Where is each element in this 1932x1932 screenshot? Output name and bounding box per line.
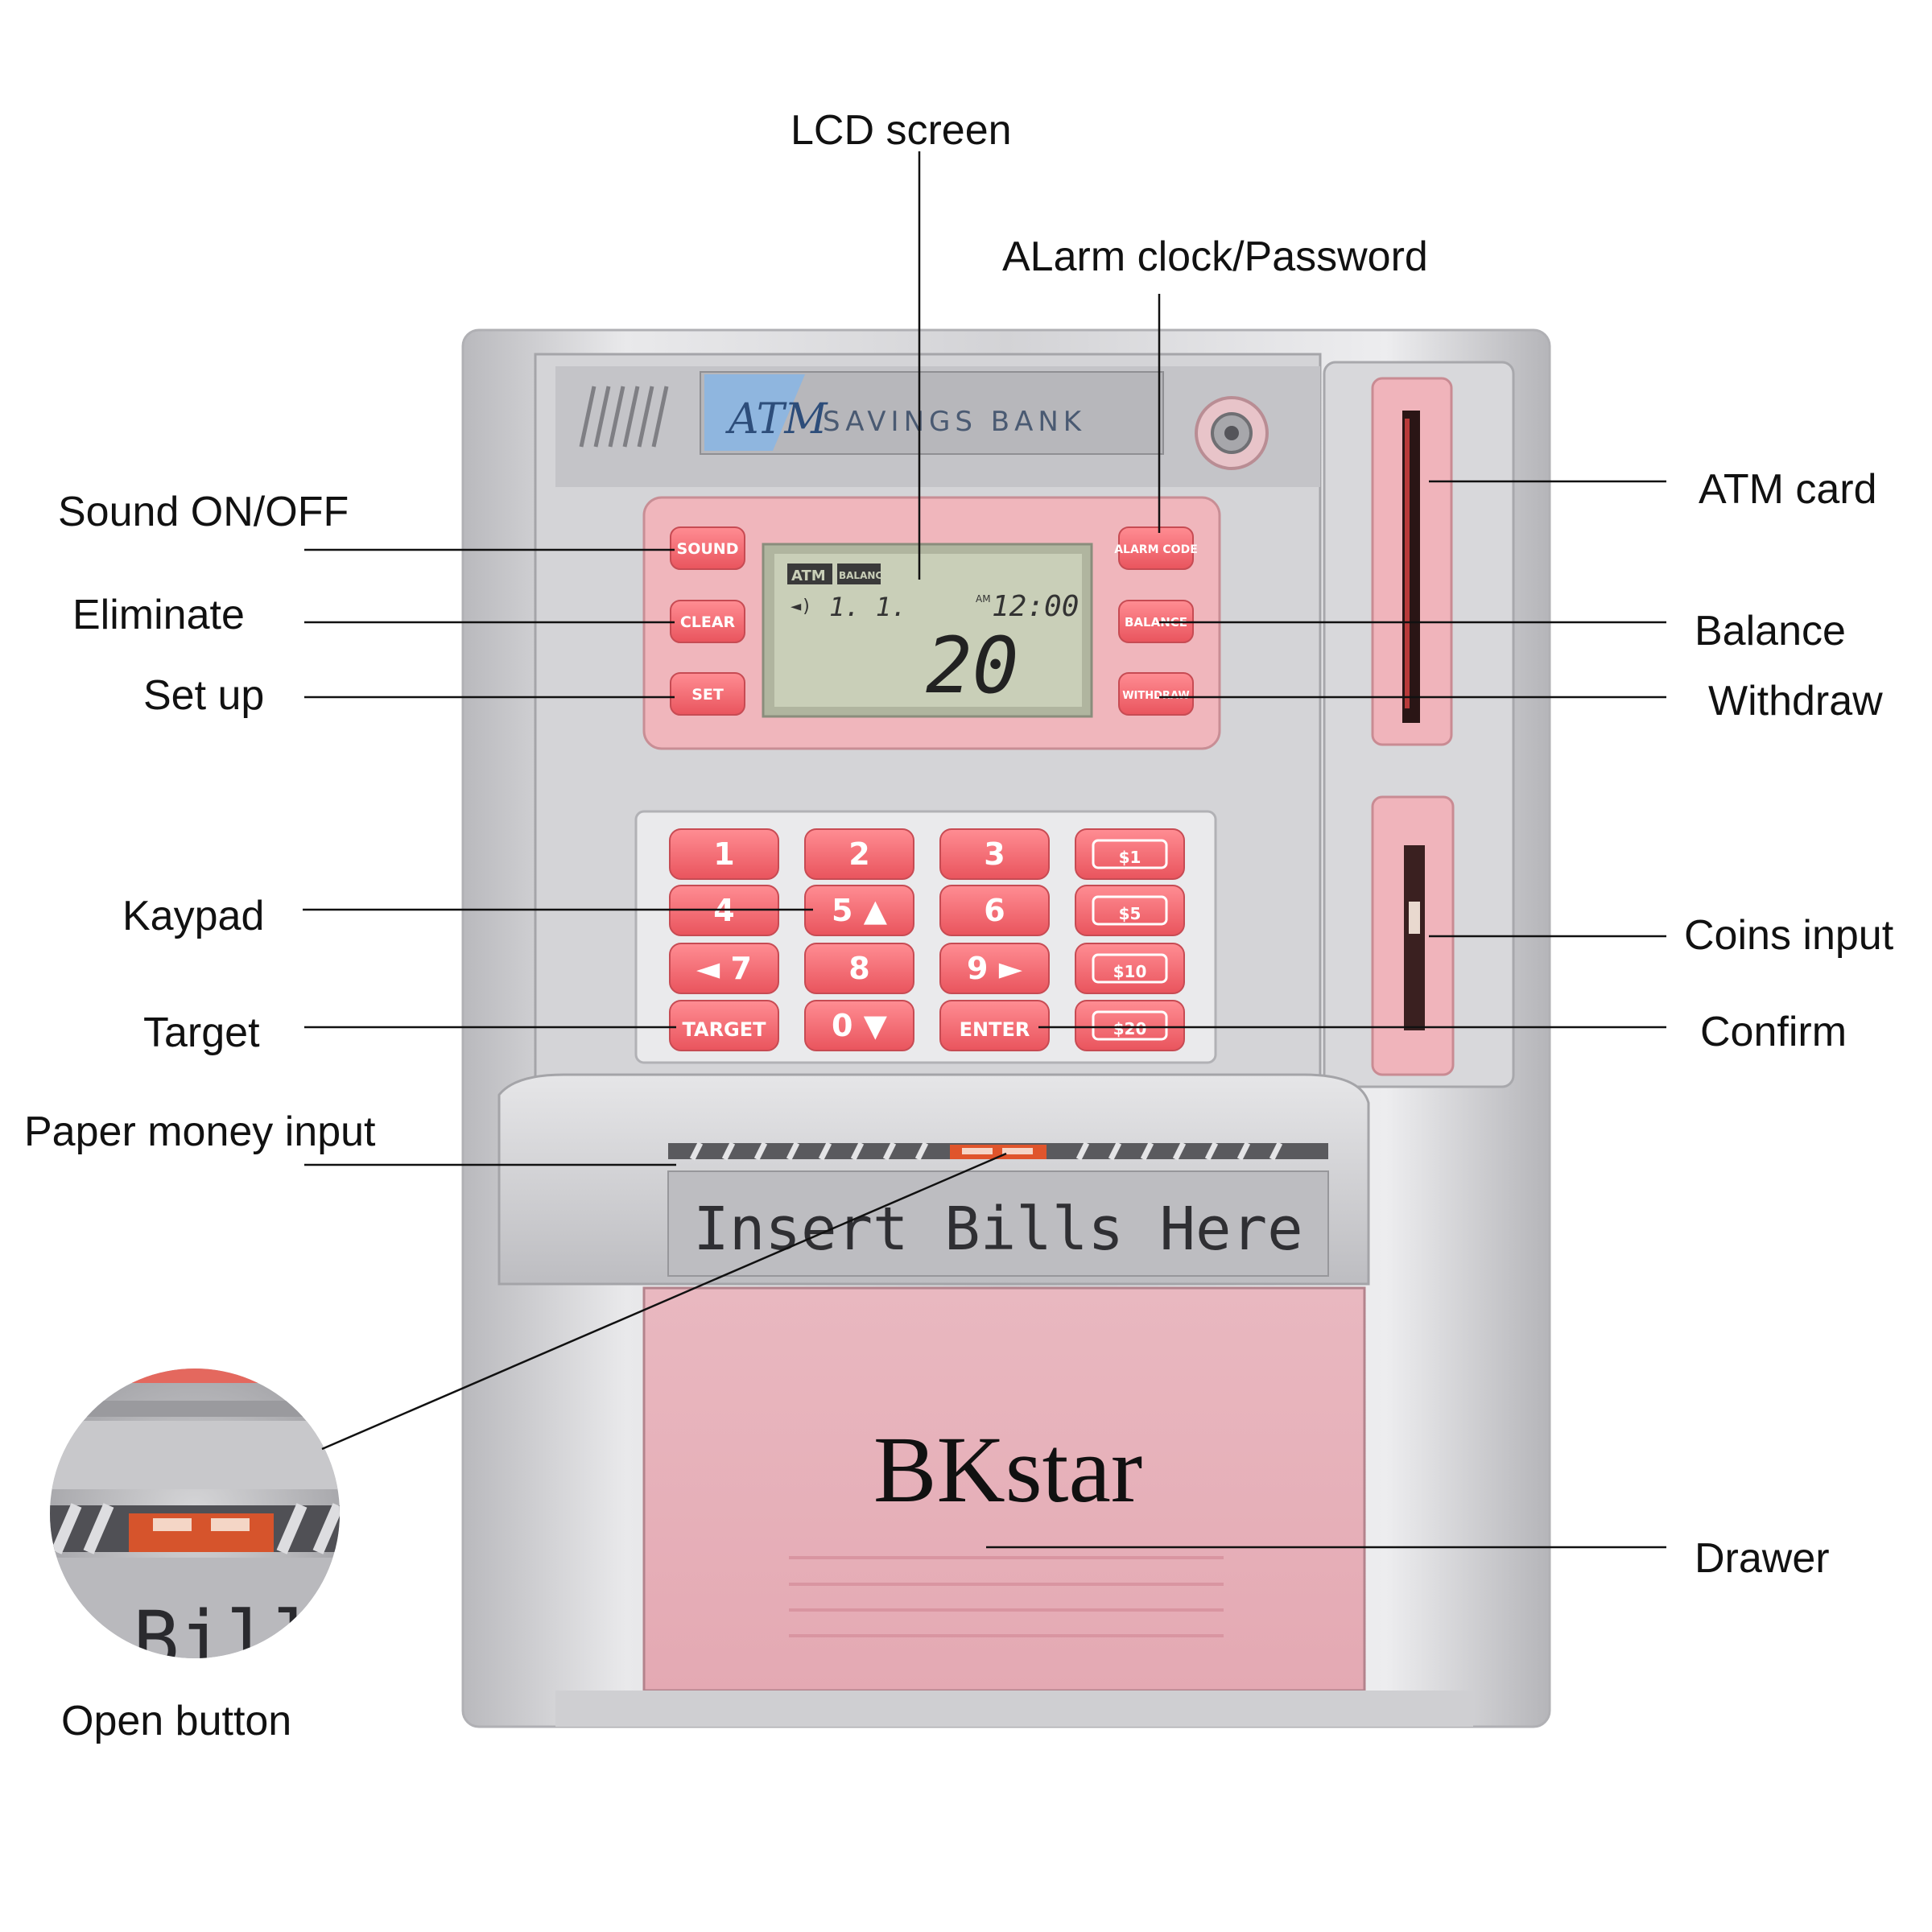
alarm-code-button[interactable]: ALARM CODE	[1114, 526, 1198, 570]
key-3-0[interactable]: TARGET	[669, 1000, 779, 1051]
key-1-2[interactable]: 6	[939, 885, 1050, 936]
speaker-grille	[579, 386, 669, 448]
key-2-0[interactable]: ◄ 7	[669, 943, 779, 994]
open-button-latch[interactable]	[950, 1145, 1046, 1159]
lcd-time-prefix: AM	[976, 593, 991, 605]
bill-slot: Insert Bills Here	[497, 1073, 1370, 1286]
label-drawer: Drawer	[1695, 1535, 1830, 1582]
label-sound: Sound ON/OFF	[58, 489, 349, 535]
key-label: 8	[848, 951, 869, 986]
key-label: $1	[1119, 848, 1141, 867]
bill-icon	[1092, 953, 1168, 984]
key-label: 3	[984, 836, 1005, 872]
key-label: ENTER	[960, 1018, 1030, 1041]
bill-icon	[1092, 895, 1168, 926]
key-label: TARGET	[682, 1018, 766, 1041]
label-balance: Balance	[1695, 608, 1846, 654]
key-label: 1	[713, 836, 734, 872]
label-lcd-screen: LCD screen	[791, 107, 1012, 154]
lcd-tag-balance: BALANCE	[839, 570, 889, 581]
brand-plate: ATM SAVINGS BANK	[700, 371, 1164, 455]
key-label: $5	[1119, 904, 1141, 923]
key-2-3[interactable]: $10	[1075, 943, 1185, 994]
sound-button[interactable]: SOUND	[670, 526, 745, 570]
lcd-sound-icon: ◄)	[791, 597, 812, 617]
label-eliminate: Eliminate	[72, 592, 245, 638]
label-set-up: Set up	[143, 672, 265, 719]
key-1-1[interactable]: 5 ▲	[804, 885, 914, 936]
key-3-3[interactable]: $20	[1075, 1000, 1185, 1051]
key-label: ◄ 7	[696, 951, 752, 986]
label-confirm: Confirm	[1700, 1009, 1847, 1055]
drawer[interactable]: BKstar	[555, 1286, 1473, 1727]
bill-icon	[1092, 1010, 1168, 1041]
key-3-1[interactable]: 0 ▼	[804, 1000, 914, 1051]
lcd-digits-small: 1. 1.	[829, 592, 906, 622]
label-target: Target	[143, 1009, 260, 1056]
brand-name: SAVINGS BANK	[823, 406, 1086, 438]
label-coins-input: Coins input	[1684, 912, 1894, 959]
svg-text:WITHDRAW: WITHDRAW	[1122, 690, 1190, 702]
key-label: 2	[848, 836, 869, 872]
key-0-1[interactable]: 2	[804, 828, 914, 880]
clear-button[interactable]: CLEAR	[670, 600, 745, 643]
key-label: 0 ▼	[832, 1008, 888, 1043]
label-alarm-clock: ALarm clock/Password	[1002, 233, 1428, 280]
drawer-grooves	[789, 1556, 1224, 1637]
drawer-brand: BKstar	[873, 1417, 1142, 1522]
lcd-screen: ATM BALANCE ◄) 1. 1. AM 12:00 20	[762, 543, 1093, 718]
key-label: $10	[1113, 962, 1147, 981]
key-2-2[interactable]: 9 ►	[939, 943, 1050, 994]
atm-card-slot[interactable]	[1371, 377, 1453, 746]
svg-text:SOUND: SOUND	[677, 540, 739, 558]
label-atm-card: ATM card	[1699, 466, 1877, 513]
key-2-1[interactable]: 8	[804, 943, 914, 994]
key-0-2[interactable]: 3	[939, 828, 1050, 880]
lock-icon	[1195, 396, 1269, 470]
withdraw-button[interactable]: WITHDRAW	[1118, 672, 1194, 716]
label-open-button: Open button	[61, 1698, 292, 1744]
key-0-3[interactable]: $1	[1075, 828, 1185, 880]
leader-lines	[303, 151, 1666, 1549]
key-0-0[interactable]: 1	[669, 828, 779, 880]
set-button[interactable]: SET	[670, 672, 745, 716]
key-label: 6	[984, 893, 1005, 928]
key-label: 9 ►	[967, 951, 1023, 986]
side-buttons-left: SOUND CLEAR SET	[670, 526, 745, 716]
coin-slot[interactable]	[1371, 795, 1455, 1076]
bill-icon	[1092, 839, 1168, 869]
side-buttons-right: ALARM CODE BALANCE WITHDRAW	[1114, 526, 1198, 716]
label-keypad: Kaypad	[122, 893, 265, 939]
inset-text: Bills	[133, 1595, 365, 1685]
lcd-amount: 20	[926, 621, 1019, 711]
key-1-3[interactable]: $5	[1075, 885, 1185, 936]
svg-text:ALARM CODE: ALARM CODE	[1114, 543, 1198, 556]
key-3-2[interactable]: ENTER	[939, 1000, 1050, 1051]
lcd-tag-atm: ATM	[791, 568, 826, 584]
open-button-inset: Bills	[50, 1368, 365, 1685]
svg-text:BALANCE: BALANCE	[1125, 615, 1187, 630]
lcd-time: 12:00	[992, 590, 1079, 623]
key-label: $20	[1113, 1019, 1147, 1038]
brand-prefix: ATM	[725, 395, 828, 444]
svg-text:SET: SET	[691, 686, 724, 704]
key-label: 5 ▲	[832, 893, 888, 928]
leader-open-button	[321, 1152, 1007, 1451]
svg-text:CLEAR: CLEAR	[680, 613, 736, 631]
label-paper-money: Paper money input	[24, 1108, 376, 1155]
label-withdraw: Withdraw	[1708, 678, 1883, 724]
bill-slot-text: Insert Bills Here	[693, 1195, 1302, 1264]
